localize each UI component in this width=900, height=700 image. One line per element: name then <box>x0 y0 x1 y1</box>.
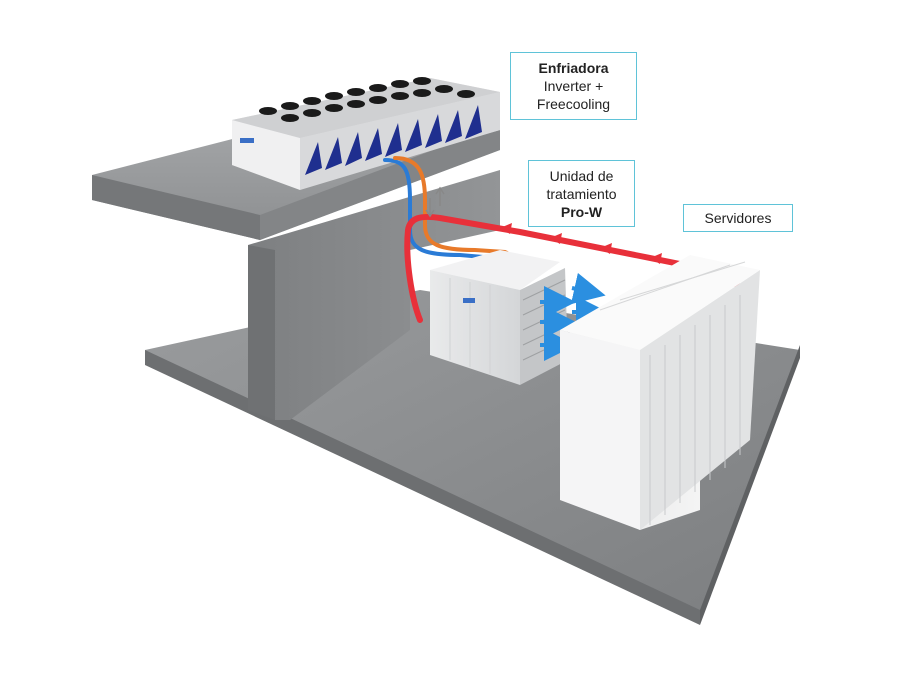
chiller-label-line2: Inverter + <box>543 78 604 94</box>
chiller-label-line1: Enfriadora <box>538 60 609 76</box>
servers-label-line1: Servidores <box>704 210 772 226</box>
back-wall <box>248 170 500 420</box>
fan-icon <box>259 77 475 122</box>
airflow-arrow-icon <box>500 223 662 264</box>
chiller-unit <box>232 77 500 190</box>
server-racks <box>560 255 760 530</box>
unit-label-line2: tratamiento <box>546 185 617 202</box>
unit-label-line3: Pro-W <box>560 203 603 220</box>
chiller-fins <box>305 105 482 175</box>
treatment-unit-label: Unidad de tratamiento Pro-W <box>528 160 635 227</box>
chiller-label-line3: Freecooling <box>536 96 611 112</box>
brand-logo-icon <box>463 298 475 303</box>
unit-label-line1: Unidad de <box>549 167 614 184</box>
chiller-label: Enfriadora Inverter + Freecooling <box>510 52 637 120</box>
airflow-arrow-icon <box>425 186 445 218</box>
brand-logo-icon <box>240 138 254 143</box>
servers-label: Servidores <box>683 204 793 232</box>
